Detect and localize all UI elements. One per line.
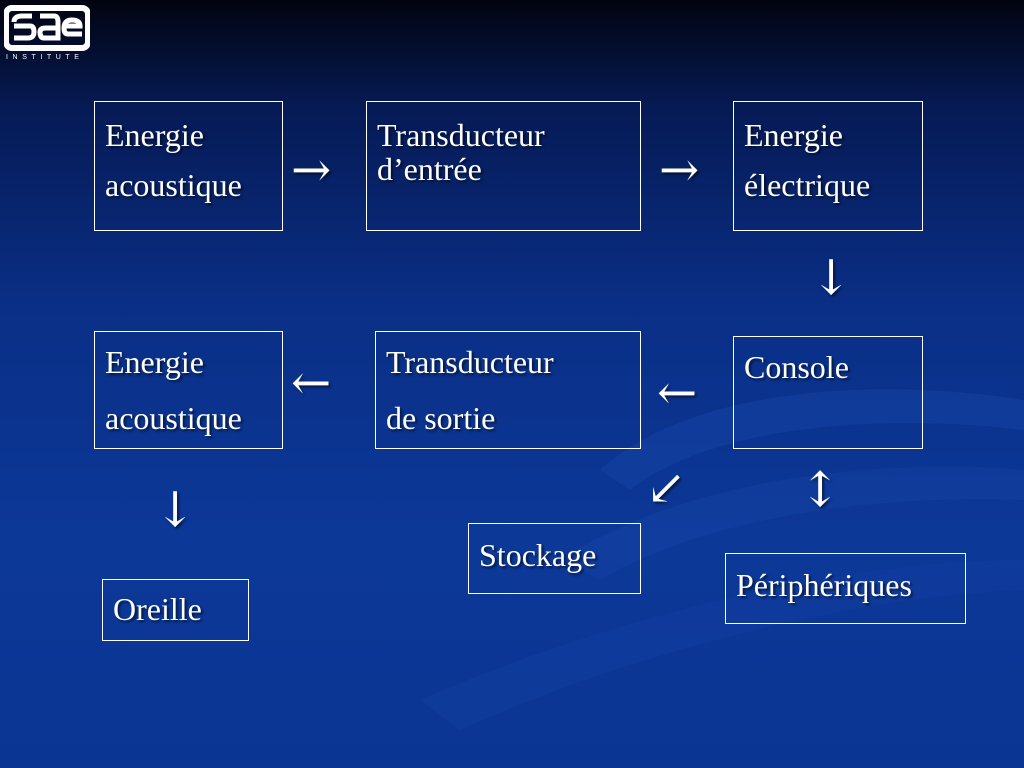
node-label-line: acoustique xyxy=(105,167,242,203)
node-electric-energy: Energie électrique xyxy=(733,101,923,231)
arrow-right-icon: → xyxy=(291,142,332,198)
sae-logo-icon xyxy=(4,5,90,51)
arrow-left-icon: ← xyxy=(657,365,698,421)
node-label-line: Stockage xyxy=(479,537,597,573)
arrow-up-down-icon: ↕ xyxy=(800,462,841,518)
node-label-line: électrique xyxy=(744,167,871,203)
arrow-down-icon: ↓ xyxy=(811,250,852,306)
node-label-line: d’entrée xyxy=(377,151,482,187)
node-label-line: Transducteur xyxy=(377,117,545,153)
node-peripherals: Périphériques xyxy=(725,553,966,624)
sae-logo: INSTITUTE xyxy=(4,4,90,64)
arrow-down-icon: ↓ xyxy=(155,482,196,538)
arrow-down-left-icon: ↙ xyxy=(646,460,687,516)
node-label-line: Transducteur xyxy=(386,344,554,380)
node-acoustic-energy-in: Energie acoustique xyxy=(94,101,283,231)
node-ear: Oreille xyxy=(102,579,249,641)
node-label-line: acoustique xyxy=(105,400,242,436)
logo-subtitle: INSTITUTE xyxy=(6,54,84,61)
node-storage: Stockage xyxy=(468,523,641,594)
node-input-transducer: Transducteur d’entrée xyxy=(366,101,641,231)
node-label-line: Energie xyxy=(105,344,204,380)
node-output-transducer: Transducteur de sortie xyxy=(375,331,641,449)
arrow-left-icon: ← xyxy=(291,355,332,411)
node-label-line: Energie xyxy=(744,117,843,153)
node-label-line: Périphériques xyxy=(736,567,912,603)
node-console: Console xyxy=(733,336,923,449)
node-acoustic-energy-out: Energie acoustique xyxy=(94,331,283,449)
arrow-right-icon: → xyxy=(659,142,700,198)
node-label-line: de sortie xyxy=(386,400,496,436)
node-label-line: Console xyxy=(744,349,849,385)
node-label-line: Energie xyxy=(105,117,204,153)
node-label-line: Oreille xyxy=(113,591,202,627)
